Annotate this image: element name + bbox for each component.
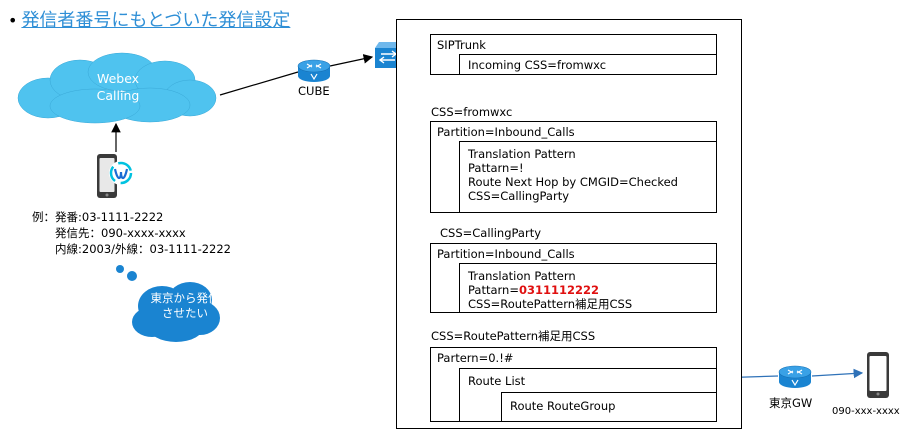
caller-info-line2: 発信先：090-xxxx-xxxx (55, 226, 186, 240)
route-list-label: Route List (468, 374, 526, 388)
tokyo-gw-label: 東京GW (769, 396, 813, 410)
cube-label: CUBE (298, 84, 330, 98)
route-group-label: Route RouteGroup (510, 399, 616, 413)
thought-bubble (116, 265, 220, 342)
translation-pattern-text-2: Translation Pattern Pattarn=0311112222 C… (468, 269, 632, 311)
webex-logo-icon (109, 161, 133, 185)
smartphone-icon (97, 154, 117, 198)
translation-pattern-box-1: Translation Pattern Pattarn=! Route Next… (459, 141, 717, 213)
title-text: 発信者番号にもとづいた発信設定 (21, 10, 291, 31)
tp1-css: CSS=CallingParty (468, 189, 570, 203)
partition-inbound-label-2: Partition=Inbound_Calls (437, 247, 575, 261)
destination-number: 090-xxx-xxxx (832, 406, 900, 417)
cloud-label: Webex Calling (88, 70, 148, 104)
tp2-pattern: Pattarn=0311112222 (468, 283, 632, 297)
tp2-pattern-prefix: Pattarn= (468, 283, 519, 297)
destination-phone-icon (867, 352, 889, 398)
translation-pattern-text-1: Translation Pattern Pattarn=! Route Next… (468, 147, 678, 203)
route-group-box: Route RouteGroup (501, 392, 717, 422)
cube-router-icon (297, 59, 331, 82)
partition-inbound-label-1: Partition=Inbound_Calls (437, 125, 575, 139)
cloud-to-cube-line (219, 71, 299, 96)
incoming-css-box: Incoming CSS=fromwxc (459, 54, 717, 75)
css-callingparty-label: CSS=CallingParty (440, 226, 542, 240)
tp2-css: CSS=RoutePattern補足用CSS (468, 297, 633, 311)
tp1-title: Translation Pattern (468, 147, 576, 161)
tp1-route-next-hop: Route Next Hop by CMGID=Checked (468, 175, 678, 189)
route-pattern-label: Partern=0.!# (437, 351, 514, 365)
cloud-label-line1: Webex (96, 71, 140, 86)
tokyo-gw-router-icon (778, 365, 812, 388)
webex-cloud-icon (17, 52, 217, 124)
title-bullet: • (8, 11, 18, 30)
thought-bubble-line2: させたい (162, 306, 208, 320)
caller-info-line1: 例：発番:03-1111-2222 (32, 210, 164, 224)
css-routepattern-label: CSS=RoutePattern補足用CSS (431, 329, 596, 343)
translation-pattern-box-2: Translation Pattern Pattarn=0311112222 C… (459, 263, 717, 313)
thought-bubble-line1: 東京から発信 (150, 291, 220, 305)
caller-info-line3: 内線:2003/外線：03-1111-2222 (55, 242, 231, 256)
caller-info: 例：発番:03-1111-2222 発信先：090-xxxx-xxxx 内線:2… (32, 209, 231, 257)
css-fromwxc-label: CSS=fromwxc (431, 105, 513, 119)
gw-to-phone-arrow (811, 368, 864, 379)
tp2-title: Translation Pattern (468, 269, 576, 283)
tp2-pattern-value: 0311112222 (518, 283, 600, 297)
tp1-pattern: Pattarn=! (468, 161, 524, 175)
incoming-css-label: Incoming CSS=fromwxc (468, 58, 607, 72)
sip-trunk-title: SIPTrunk (437, 38, 486, 52)
cube-to-cucm-arrow (329, 54, 374, 67)
cloud-label-line2: Calling (96, 88, 140, 103)
page-title: •発信者番号にもとづいた発信設定 (8, 6, 290, 32)
thought-bubble-text: 東京から発信 させたい (150, 291, 220, 321)
